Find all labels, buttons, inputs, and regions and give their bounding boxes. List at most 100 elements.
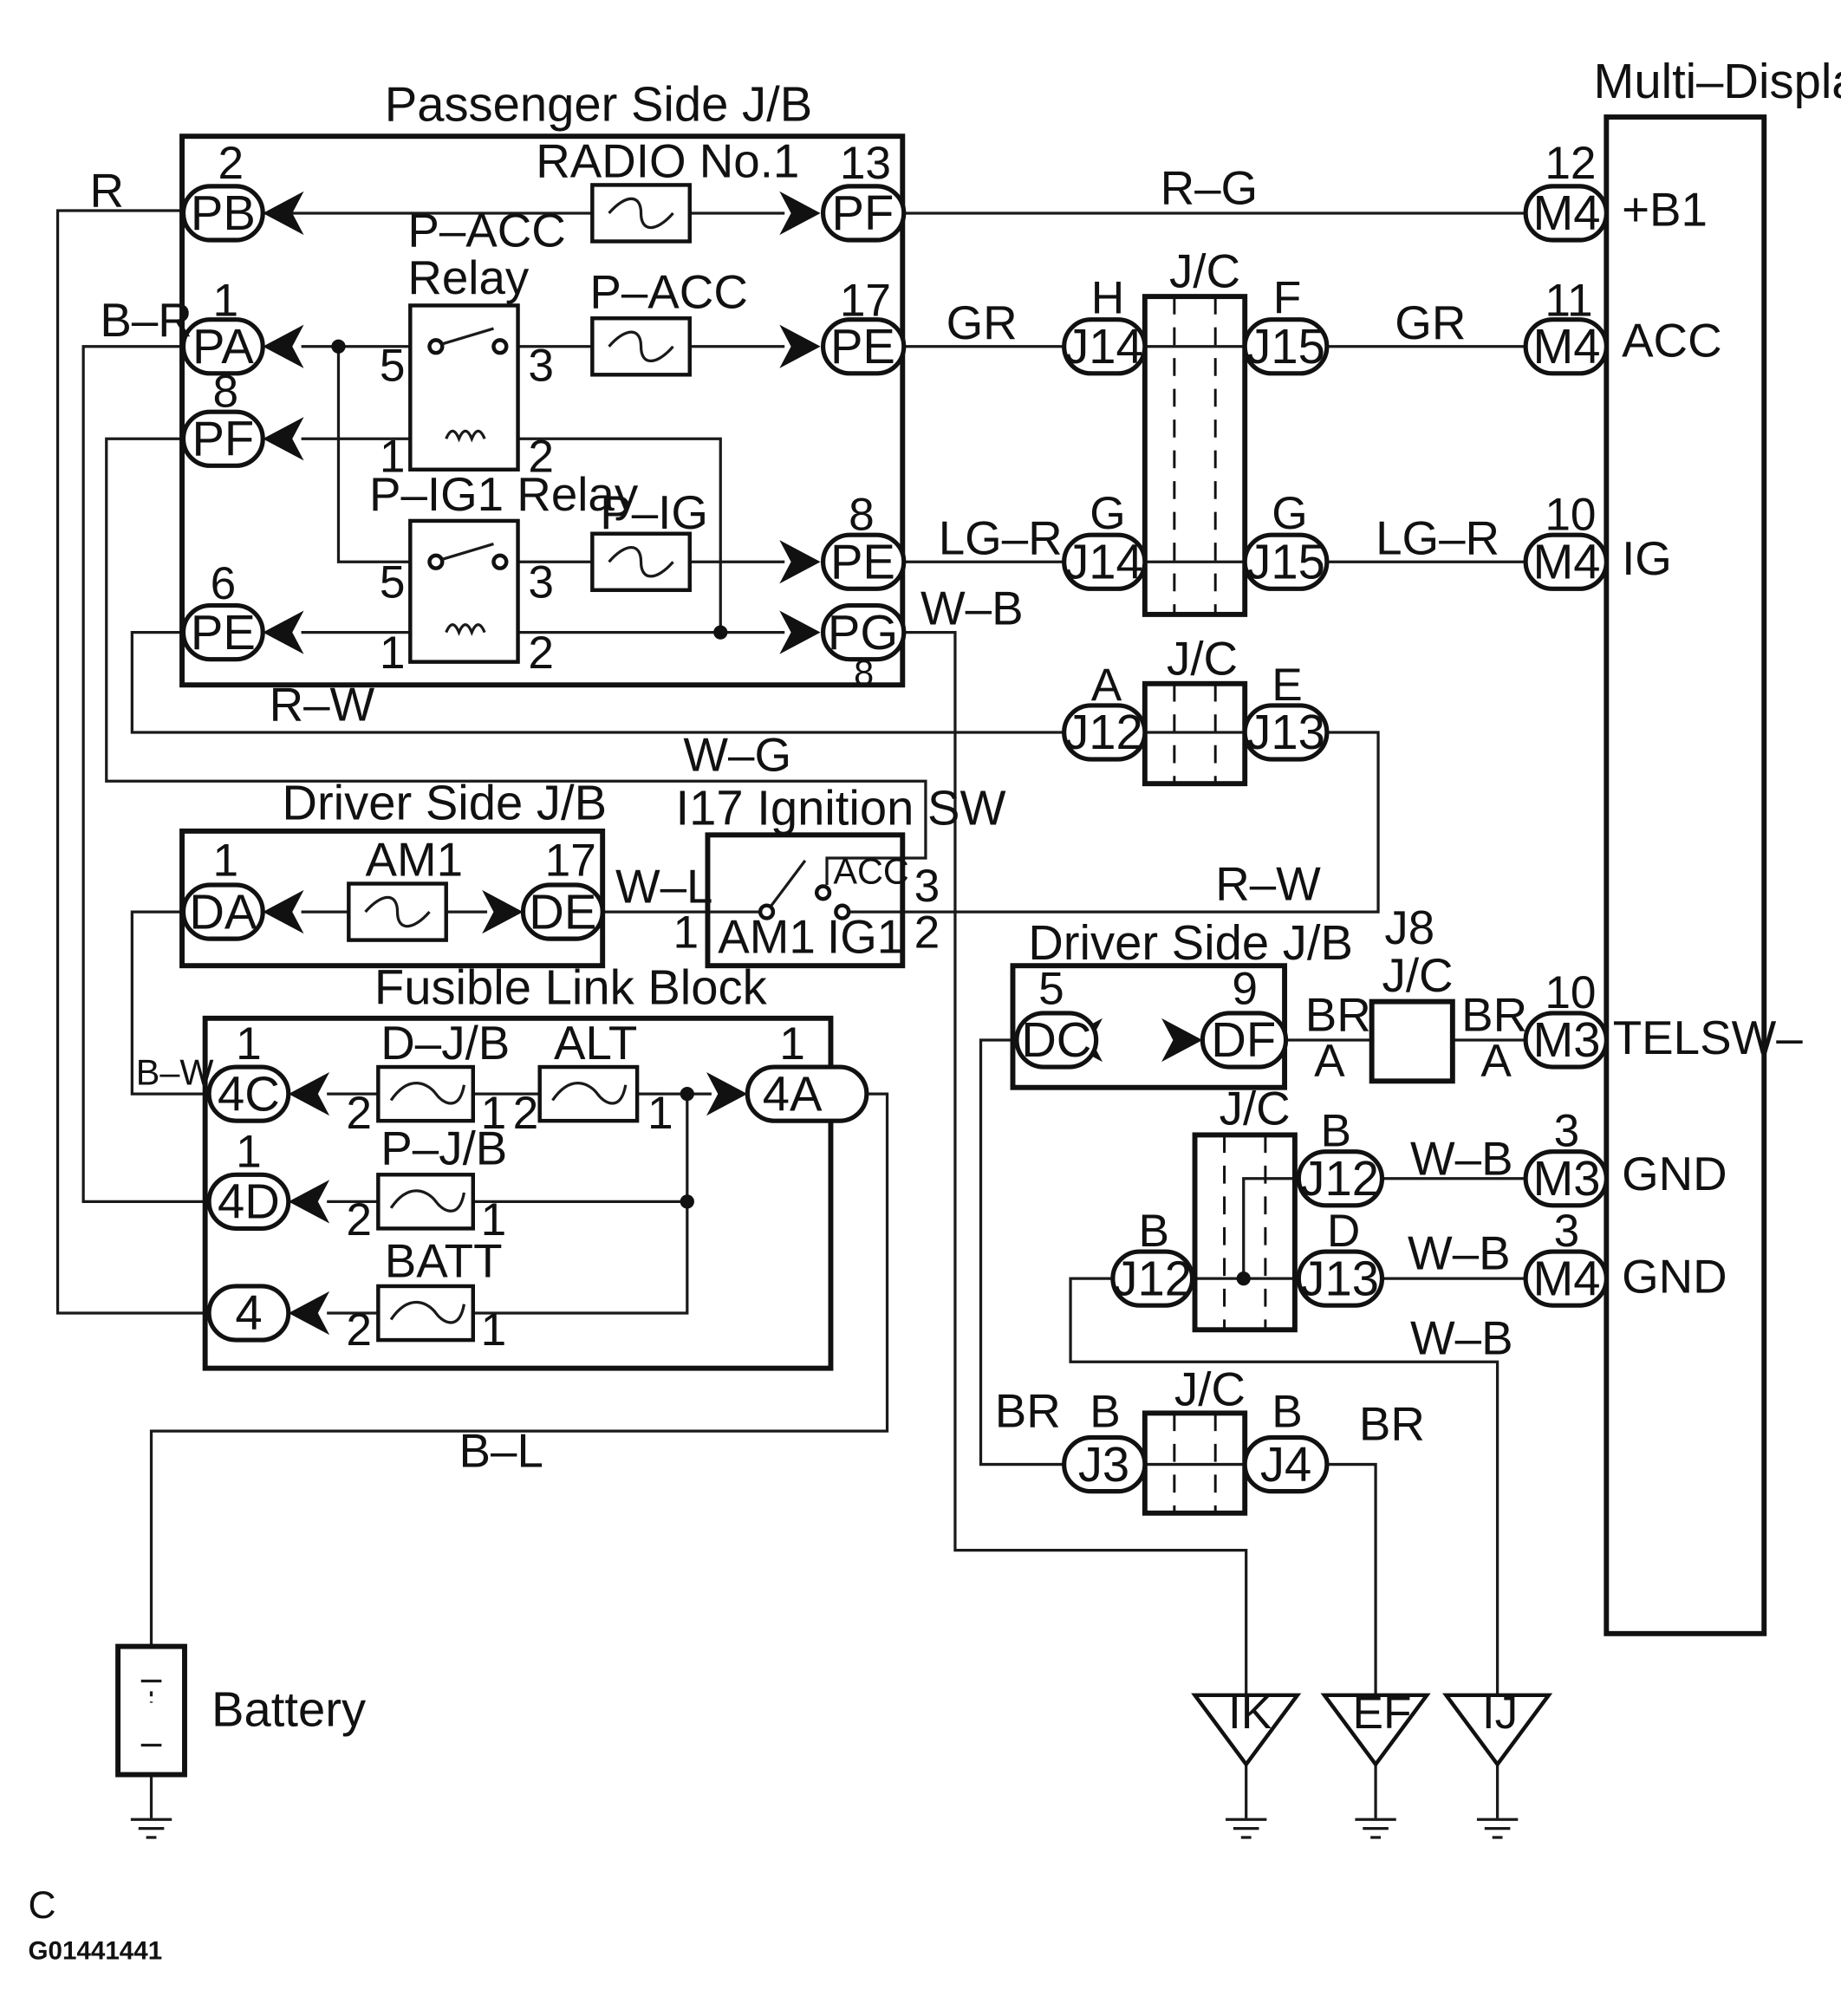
svg-text:2: 2 — [528, 628, 554, 679]
jc-bottom: J/C — [1142, 1362, 1248, 1516]
jc-middle: J/C — [1142, 631, 1248, 787]
footer-code: G01441441 — [29, 1936, 163, 1965]
ignition-am1-label: AM1 — [718, 909, 816, 963]
passenger-jb-title: Passenger Side J/B — [385, 76, 812, 131]
svg-text:M3: M3 — [1532, 1151, 1600, 1206]
svg-text:B–W: B–W — [136, 1053, 214, 1093]
footer-letter: C — [29, 1884, 56, 1927]
svg-text:B–R: B–R — [100, 293, 192, 347]
connector-j3: J3 — [1062, 1434, 1148, 1494]
connector-pe-6: PE — [180, 602, 265, 662]
svg-text:11: 11 — [1545, 275, 1592, 326]
passenger-jb-block: Passenger Side J/B — [179, 76, 906, 688]
pig-fuse-label: P–IG — [600, 485, 708, 539]
jc-j8: J8 J/C — [1369, 901, 1455, 1084]
driver-jb-block-2: Driver Side J/B — [1010, 915, 1353, 1090]
svg-text:1: 1 — [481, 1194, 507, 1245]
svg-text:R: R — [90, 164, 125, 218]
svg-text:1: 1 — [481, 1304, 507, 1356]
svg-text:M3: M3 — [1532, 1012, 1600, 1067]
svg-text:W–B: W–B — [1410, 1131, 1513, 1185]
connector-j12-b-right: J12 — [1296, 1149, 1385, 1208]
svg-text:BR: BR — [1461, 988, 1527, 1042]
svg-text:M4: M4 — [1532, 185, 1600, 240]
connector-de: DE — [520, 882, 605, 941]
connector-j13-d: J13 — [1296, 1249, 1385, 1308]
svg-text:J15: J15 — [1246, 534, 1325, 589]
svg-text:R–G: R–G — [1161, 161, 1259, 215]
pin-numbers: 2 1 8 6 13 17 8 8 5 3 1 2 5 3 1 2 1 17 1… — [211, 138, 1597, 1438]
svg-text:DC: DC — [1021, 1012, 1091, 1067]
svg-text:EF: EF — [1352, 1688, 1411, 1739]
svg-text:8: 8 — [849, 489, 875, 540]
svg-text:B: B — [1090, 1387, 1121, 1438]
jc-upper-label: J/C — [1169, 244, 1240, 298]
jc-upper: J/C — [1142, 244, 1248, 617]
svg-text:1: 1 — [236, 1018, 262, 1070]
svg-text:LG–R: LG–R — [939, 511, 1063, 564]
svg-text:5: 5 — [380, 557, 406, 608]
pacc-relay-label-2: Relay — [407, 250, 530, 304]
svg-text:3: 3 — [528, 341, 554, 392]
svg-text:2: 2 — [218, 138, 244, 189]
connector-pe-8: PE — [820, 532, 907, 591]
connector-pa: PA — [180, 317, 265, 376]
terminal-telsw: TELSW– — [1613, 1011, 1803, 1064]
terminal-gnd-1: GND — [1622, 1147, 1727, 1200]
svg-text:W–B: W–B — [1410, 1310, 1513, 1364]
alt-link-label: ALT — [554, 1016, 637, 1070]
svg-text:3: 3 — [914, 861, 940, 912]
svg-text:J12: J12 — [1300, 1151, 1379, 1206]
ground-ij: IJ — [1442, 1688, 1553, 1768]
batt-link-label: BATT — [385, 1234, 503, 1288]
svg-text:PG: PG — [828, 605, 898, 660]
connector-pe-17: PE — [820, 317, 907, 376]
svg-text:8: 8 — [213, 366, 239, 417]
svg-text:10: 10 — [1545, 967, 1596, 1018]
svg-text:A: A — [1480, 1035, 1512, 1086]
terminal-acc: ACC — [1622, 314, 1722, 367]
svg-text:B: B — [1138, 1206, 1169, 1257]
svg-text:J13: J13 — [1246, 705, 1325, 759]
svg-text:PA: PA — [192, 319, 254, 374]
terminal-ig: IG — [1622, 531, 1672, 585]
svg-text:1: 1 — [481, 1088, 507, 1139]
j8-label: J8 — [1384, 901, 1434, 954]
svg-text:PE: PE — [830, 534, 895, 589]
svg-text:J14: J14 — [1064, 534, 1143, 589]
connector-m4-11: M4 — [1523, 317, 1609, 376]
svg-text:PE: PE — [191, 605, 256, 660]
svg-text:17: 17 — [545, 836, 596, 887]
svg-text:J14: J14 — [1064, 319, 1143, 374]
connectors: PB PA PF PE PF PE PE PG DA DE 4C 4A 4D 4… — [180, 184, 1609, 1494]
svg-text:3: 3 — [1554, 1206, 1580, 1257]
connector-pf-13: PF — [820, 184, 907, 243]
connector-dc: DC — [1014, 1011, 1099, 1070]
connector-j12-b-left: J12 — [1110, 1249, 1195, 1308]
pacc-relay-label-1: P–ACC — [407, 203, 565, 257]
svg-text:4: 4 — [235, 1285, 262, 1340]
connector-m4-3: M4 — [1523, 1249, 1609, 1308]
svg-text:F: F — [1273, 272, 1302, 323]
svg-text:17: 17 — [840, 275, 891, 326]
svg-text:PB: PB — [191, 185, 256, 240]
terminal-b1: +B1 — [1622, 183, 1708, 237]
svg-text:BR: BR — [1305, 988, 1371, 1042]
svg-text:R–W: R–W — [1215, 857, 1321, 911]
svg-text:2: 2 — [914, 907, 940, 958]
svg-text:J12: J12 — [1113, 1251, 1192, 1305]
svg-text:2: 2 — [346, 1194, 372, 1245]
svg-text:PF: PF — [832, 185, 894, 240]
jc-middle-label: J/C — [1167, 631, 1238, 685]
connector-j4: J4 — [1242, 1434, 1330, 1494]
multi-display-block: Multi–Display — [1594, 54, 1841, 1636]
ignition-switch-block: I17 Ignition SW ACC AM1 IG1 — [675, 780, 1006, 969]
svg-text:GR: GR — [947, 296, 1018, 349]
ignition-ig1-label: IG1 — [827, 909, 903, 963]
svg-text:4D: 4D — [218, 1174, 280, 1229]
svg-text:M4: M4 — [1532, 534, 1600, 589]
svg-text:1: 1 — [213, 275, 239, 326]
svg-text:W–G: W–G — [683, 727, 791, 781]
pacc-fuse-label: P–ACC — [589, 264, 747, 318]
